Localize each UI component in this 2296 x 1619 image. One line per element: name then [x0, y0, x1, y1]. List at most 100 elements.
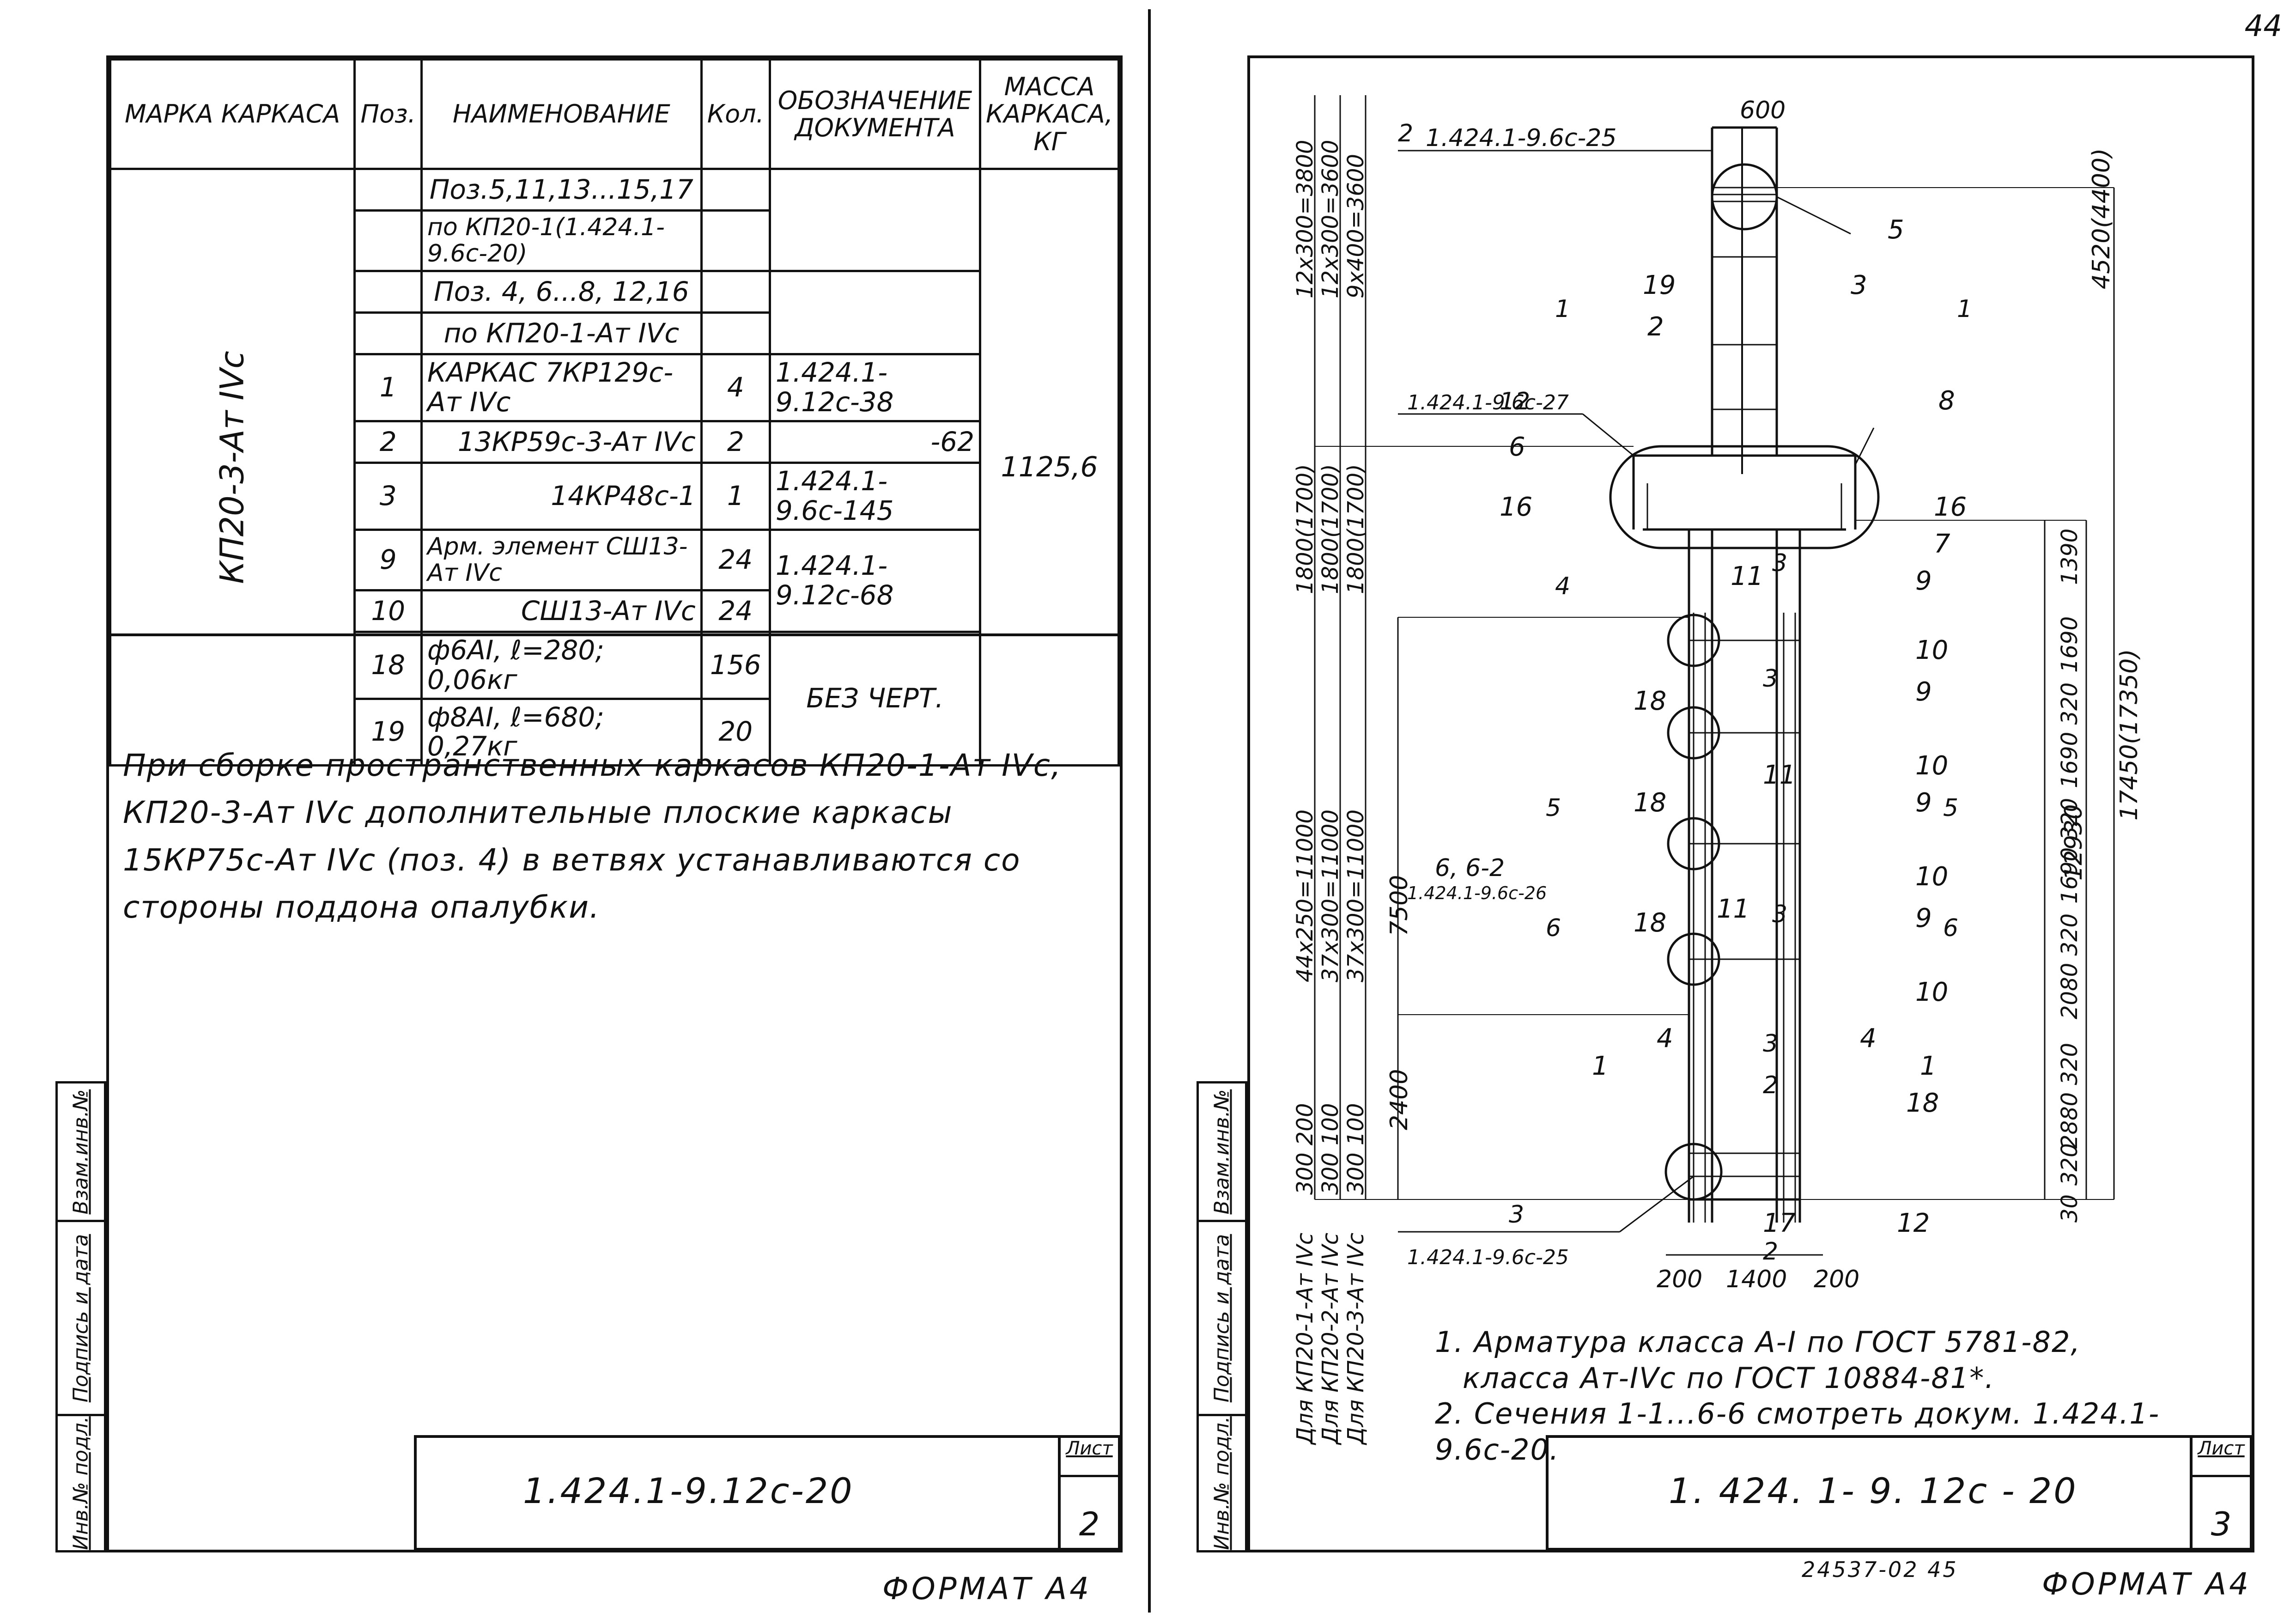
label-kp20-2: Для КП20-2-Ат IVс — [1318, 1233, 1343, 1445]
row-doc: 1.424.1-9.12с-38 — [768, 353, 982, 422]
row-name: КАРКАС 7КР129с-Ат IVс — [420, 353, 703, 422]
pos-10-c: 10 — [1915, 862, 1948, 892]
section-5-right: 5 — [1943, 794, 1958, 822]
document-code: 1. 424. 1- 9. 12с - 20 — [1669, 1470, 2078, 1511]
section-2-a: 2 — [1763, 1071, 1778, 1099]
dim-left-mid-1: 1800(1700) — [1292, 464, 1318, 594]
pos-8: 8 — [1938, 386, 1955, 416]
pos-17: 17 — [1763, 1208, 1796, 1238]
dim-right-1: 1390 — [2057, 529, 2083, 585]
pos-10-d: 10 — [1915, 977, 1948, 1007]
row-qty — [700, 270, 771, 314]
right-sheet: 600 200 1400 200 2 1.424.1-9.6с-25 12 1.… — [1247, 55, 2254, 1552]
section-6-left: 6 — [1546, 914, 1561, 942]
table-row: по КП20-1-Ат IVс — [110, 311, 1119, 356]
table-row: 10 СШ13-Ат IVс 24 — [110, 589, 1119, 633]
dim-7500: 7500 — [1385, 875, 1413, 936]
row-pos: 10 — [353, 589, 423, 633]
callout-pos2: 2 — [1398, 120, 1413, 147]
section-3-b: 3 — [1763, 665, 1778, 693]
dim-right-5: 2080 320 — [2057, 913, 2083, 1019]
pos-18-a: 18 — [1634, 686, 1666, 716]
row-qty: 24 — [700, 528, 771, 591]
pos-10-b: 10 — [1915, 751, 1948, 781]
format-label: ФОРМАТ А4 — [2042, 1566, 2252, 1602]
row-doc — [768, 167, 982, 273]
section-4: 4 — [1555, 572, 1570, 600]
row-pos: 9 — [353, 528, 423, 591]
dim-right-2: 1690 — [2057, 616, 2083, 673]
table-row: 19 ф8АI, ℓ=680; 0,27кг 20 — [110, 697, 1119, 767]
row-pos: 1 — [353, 353, 423, 422]
dim-top-width: 600 — [1740, 97, 1786, 124]
table-row: по КП20-1(1.424.1-9.6с-20) — [110, 209, 1119, 273]
section-6-right: 6 — [1943, 914, 1958, 942]
table-bottom-rule — [109, 633, 1120, 636]
pos-3: 3 — [1851, 270, 1867, 300]
table-row: 1 КАРКАС 7КР129с-Ат IVс 4 1.424.1-9.12с-… — [110, 353, 1119, 422]
pos-1-right: 1 — [1920, 1051, 1937, 1081]
dim-right-8: 30 — [2057, 1194, 2083, 1223]
table-row: 3 14КР48с-1 1 1.424.1-9.6с-145 — [110, 461, 1119, 531]
row-pos: 19 — [353, 697, 423, 767]
right-side-strip: Взам.инв.№ Подпись и дата Инв.№ подл. — [1197, 1081, 1247, 1552]
pos-18-c: 18 — [1634, 908, 1666, 938]
row-name: Поз.5,11,13...15,17 — [420, 168, 703, 212]
footer-code: 24537-02 45 — [1802, 1557, 1958, 1582]
dim-left-long-1: 44х250=11000 — [1292, 810, 1318, 982]
pos-9-d: 9 — [1915, 903, 1932, 933]
dim-17450: 17450(17350) — [2115, 649, 2143, 821]
dim-left-bottom-2: 300 100 — [1318, 1103, 1343, 1195]
dim-left-long-2: 37х300=11000 — [1318, 810, 1343, 982]
col-name: НАИМЕНОВАНИЕ — [420, 58, 703, 170]
page-number: 44 — [2244, 9, 2282, 43]
pos-4-right: 4 — [1860, 1023, 1877, 1053]
section-5-left: 5 — [1546, 794, 1561, 822]
format-label: ФОРМАТ А4 — [882, 1571, 1092, 1607]
side-label: Подпись и дата — [69, 1234, 93, 1402]
pos-11-a: 11 — [1731, 561, 1763, 591]
dim-right-3: 1690 320 — [2057, 682, 2083, 788]
side-cell-sign: Подпись и дата — [1199, 1222, 1245, 1416]
sheet-number: 3 — [2211, 1505, 2232, 1543]
row-name: СШ13-Ат IVс — [420, 589, 703, 633]
spec-table: МАРКА КАРКАСА Поз. НАИМЕНОВАНИЕ Кол. ОБО… — [109, 58, 1120, 767]
row-pos — [353, 209, 423, 273]
side-label: Подпись и дата — [1210, 1234, 1234, 1402]
label-kp20-3: Для КП20-3-Ат IVс — [1343, 1233, 1369, 1445]
row-qty: 2 — [700, 420, 771, 464]
pos-9-b: 9 — [1915, 677, 1932, 707]
side-cell-replace: Взам.инв.№ — [1199, 1083, 1245, 1222]
dim-4520: 4520(4400) — [2088, 148, 2115, 289]
row-qty — [700, 209, 771, 273]
dim-bottom-right: 200 — [1814, 1266, 1859, 1293]
col-mark: МАРКА КАРКАСА — [109, 58, 356, 170]
sheet-box: Лист 2 — [1058, 1438, 1118, 1548]
sheet-divider — [1148, 9, 1151, 1613]
table-row: 18 ф6АI, ℓ=280; 0,06кг 156 БЕЗ ЧЕРТ. — [110, 630, 1119, 767]
row-qty: 156 — [700, 630, 771, 700]
table-row: КП20-3-Ат IVс Поз.5,11,13...15,17 1125,6 — [109, 167, 1120, 767]
pos-16-left: 16 — [1500, 492, 1532, 522]
row-pos: 18 — [353, 630, 423, 700]
callout-pos3: 3 — [1509, 1201, 1524, 1229]
sheet-label: Лист — [2193, 1438, 2250, 1477]
dim-12930: 12930 — [2060, 804, 2088, 881]
note-1: 1. Арматура класса А-I по ГОСТ 5781-82, — [1435, 1325, 2081, 1359]
row-name: 14КР48с-1 — [420, 461, 703, 531]
document-code: 1.424.1-9.12с-20 — [523, 1470, 854, 1511]
row-qty: 20 — [700, 697, 771, 767]
dim-left-top-3: 9х400=3600 — [1343, 154, 1369, 298]
pos-6: 6 — [1509, 432, 1525, 462]
row-name: ф8АI, ℓ=680; 0,27кг — [420, 697, 703, 767]
row-qty: 4 — [700, 353, 771, 422]
dim-right-7: 320 — [2057, 1143, 2083, 1186]
dim-left-top-1: 12х300=3800 — [1292, 140, 1318, 298]
pos-7: 7 — [1934, 529, 1950, 559]
section-1-right: 1 — [1957, 295, 1972, 323]
mass-cell: 1125,6 — [979, 167, 1120, 767]
row-pos: 3 — [353, 461, 423, 531]
dim-right-6: 2880 320 — [2057, 1043, 2083, 1149]
side-cell-inv: Инв.№ подл. — [58, 1416, 104, 1550]
section-3-d: 3 — [1763, 1030, 1778, 1058]
